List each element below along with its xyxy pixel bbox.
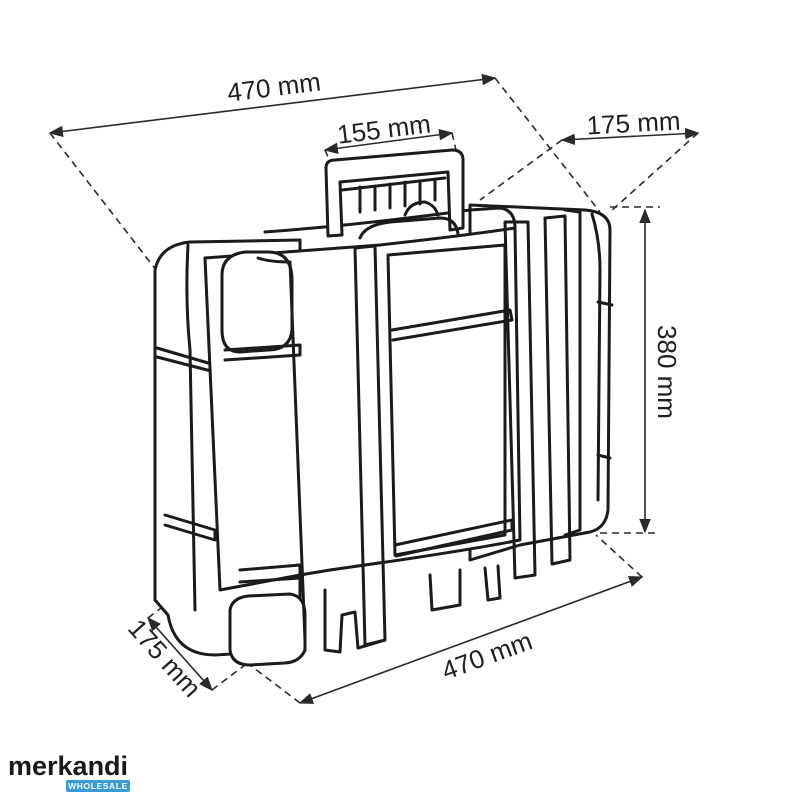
label-height: 380 mm: [652, 325, 682, 419]
case-back-latch-lines: [596, 300, 614, 460]
extension-line: [324, 149, 331, 163]
merkandi-logo: merkandi WHOLESALE: [8, 751, 130, 792]
case-front-inner-panel: [386, 243, 507, 557]
label-handle-width: 155 mm: [335, 108, 432, 149]
dim-line-top-width: [48, 73, 497, 138]
case-front-rib-top: [223, 343, 302, 362]
case-handle-hinge: [403, 200, 440, 217]
dim-line-top-depth: [560, 127, 700, 146]
case-front-band-bottom: [393, 518, 514, 558]
case-left-rib-bottom: [163, 513, 217, 542]
extension-line: [479, 139, 563, 201]
case-foot-middle: [428, 568, 462, 612]
extension-line: [609, 132, 699, 213]
extension-line: [595, 534, 643, 578]
extension-line: [451, 132, 457, 151]
case-handle[interactable]: [324, 148, 465, 238]
logo-brand-text: merkandi: [8, 751, 128, 781]
extension-line: [494, 77, 601, 213]
case-corner-top-left: [220, 250, 294, 354]
case-handle-base: [358, 216, 460, 240]
dim-line-handle-width: [323, 129, 454, 154]
extension-line: [49, 132, 161, 276]
case-front-band-top: [390, 308, 514, 342]
label-top-depth: 175 mm: [586, 106, 681, 141]
case-lid-top-edge: [263, 206, 517, 234]
extension-line: [211, 664, 246, 691]
case-back-edge: [590, 212, 602, 502]
case-corner-bottom-left: [228, 592, 307, 667]
case-left-edge: [185, 243, 197, 612]
case-handle-grip: [340, 176, 447, 214]
case-back-strap: [563, 208, 582, 537]
logo-tagline-text: WHOLESALE: [68, 781, 128, 791]
case-strap-far-right: [543, 214, 572, 566]
case-front-rib-bottom: [238, 563, 302, 584]
dim-line-bottom-depth: [147, 616, 213, 692]
case-foot-left: [323, 588, 387, 654]
case-strap-right: [503, 220, 537, 580]
extension-line: [249, 664, 301, 704]
suitcase-illustration: [153, 148, 614, 667]
dim-line-bottom-width: [298, 576, 644, 704]
case-foot-right: [483, 564, 502, 602]
logo-tagline-badge: [66, 780, 130, 792]
case-front-left-strap: [256, 256, 307, 642]
